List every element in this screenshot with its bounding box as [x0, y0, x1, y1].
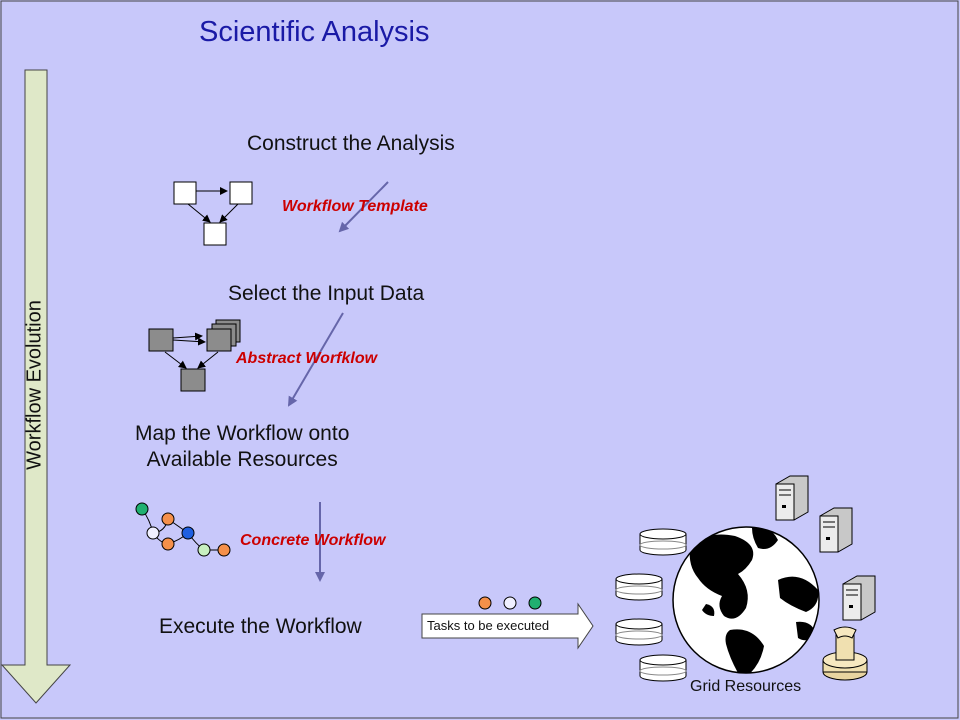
step-execute-workflow: Execute the Workflow [159, 615, 362, 638]
task-dot-green [528, 596, 542, 610]
step-map-line2: Available Resources [146, 448, 338, 471]
task-dot-white [503, 596, 517, 610]
workflow-template-icon [173, 181, 253, 246]
page-title: Scientific Analysis [199, 16, 430, 48]
flow-arrow-abstract [287, 312, 344, 407]
server-icon-2 [819, 507, 853, 553]
tasks-label: Tasks to be executed [427, 618, 550, 633]
step-map-workflow: Map the Workflow onto Available Resource… [135, 421, 349, 473]
concrete-workflow-icon [135, 502, 231, 557]
step-map-line1: Map the Workflow onto [135, 422, 350, 445]
grid-resources-label: Grid Resources [690, 678, 802, 695]
label-abstract-workflow: Abstract Worfklow [236, 350, 378, 367]
storage-disk-1 [639, 528, 687, 556]
storage-disk-3 [615, 618, 663, 646]
step-select-input-data: Select the Input Data [228, 282, 425, 305]
server-icon-1 [775, 475, 809, 521]
abstract-workflow-icon [148, 319, 241, 392]
label-concrete-workflow: Concrete Workflow [240, 532, 386, 549]
tower-icon [822, 626, 868, 681]
workflow-evolution-label: Workflow Evolution [23, 300, 46, 470]
task-dot-orange [478, 596, 492, 610]
tasks-arrow [421, 602, 594, 650]
step-construct-analysis: Construct the Analysis [247, 132, 455, 155]
workflow-evolution-arrow [0, 69, 72, 704]
storage-disk-4 [639, 654, 687, 682]
flow-arrow-template [338, 181, 389, 233]
label-workflow-template: Workflow Template [282, 198, 428, 215]
storage-disk-2 [615, 573, 663, 601]
globe-icon [672, 526, 820, 674]
server-icon-3 [842, 575, 876, 621]
